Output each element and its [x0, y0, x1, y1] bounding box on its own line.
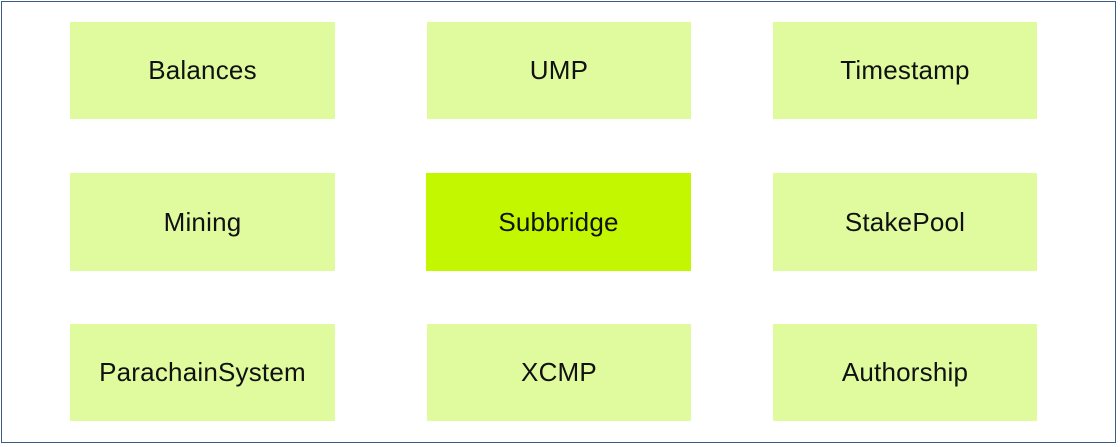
module-label: Timestamp [840, 55, 970, 85]
module-label: Balances [148, 55, 257, 85]
module-label: Subbridge [498, 206, 619, 237]
module-label: ParachainSystem [99, 357, 306, 387]
module-stakepool: StakePool [773, 173, 1037, 271]
module-subbridge-highlighted: Subbridge [426, 173, 691, 271]
module-authorship: Authorship [773, 324, 1037, 421]
module-parachainsystem: ParachainSystem [70, 324, 335, 421]
module-balances: Balances [70, 22, 335, 119]
module-label: UMP [529, 55, 589, 85]
module-label: Authorship [841, 357, 969, 387]
module-label: Mining [163, 206, 242, 237]
module-label: StakePool [844, 206, 966, 237]
module-mining: Mining [70, 173, 335, 271]
module-ump: UMP [427, 22, 691, 119]
module-label: XCMP [521, 357, 597, 387]
module-xcmp: XCMP [427, 324, 691, 421]
module-timestamp: Timestamp [773, 22, 1037, 119]
